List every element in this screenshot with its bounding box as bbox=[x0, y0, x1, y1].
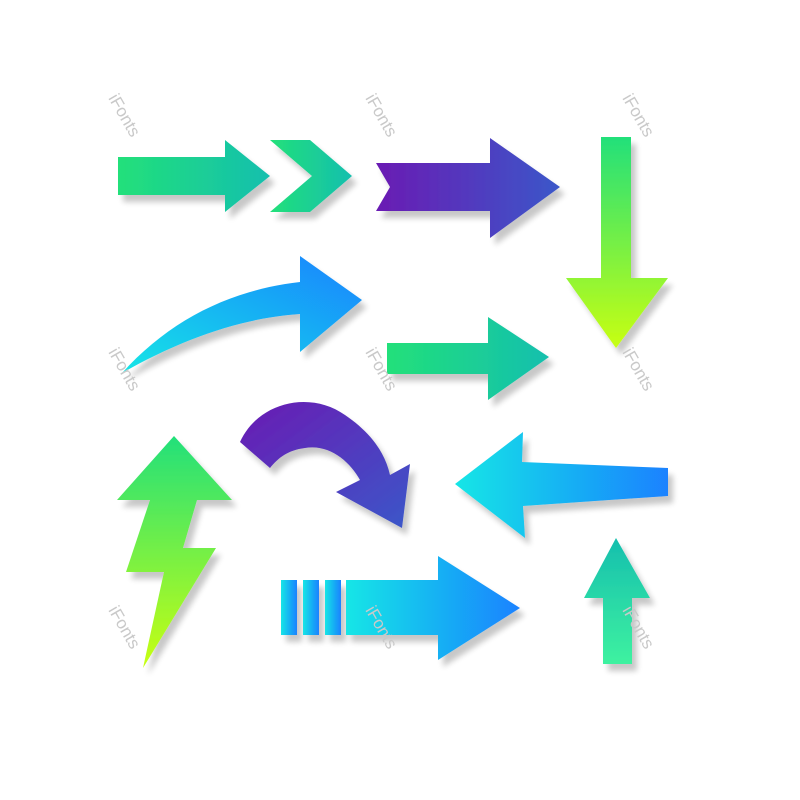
simple-arrow-icon bbox=[387, 317, 549, 400]
hook-arrow-icon bbox=[240, 401, 410, 528]
watermark-text: iFonts bbox=[105, 603, 145, 653]
watermark-text: iFonts bbox=[105, 345, 145, 395]
up-arrow-icon bbox=[584, 538, 650, 664]
striped-arrow-icon bbox=[281, 556, 520, 660]
double-chevron-arrow-icon bbox=[118, 140, 352, 212]
left-arrow-icon bbox=[455, 432, 668, 538]
down-arrow-icon bbox=[566, 137, 668, 348]
watermark-text: iFonts bbox=[619, 91, 659, 141]
watermark-text: iFonts bbox=[105, 91, 145, 141]
curved-arrow-icon bbox=[122, 256, 362, 373]
lightning-arrow-icon bbox=[117, 436, 232, 668]
watermark-text: iFonts bbox=[362, 91, 402, 141]
watermark-text: iFonts bbox=[619, 345, 659, 395]
notched-arrow-icon bbox=[376, 138, 560, 238]
